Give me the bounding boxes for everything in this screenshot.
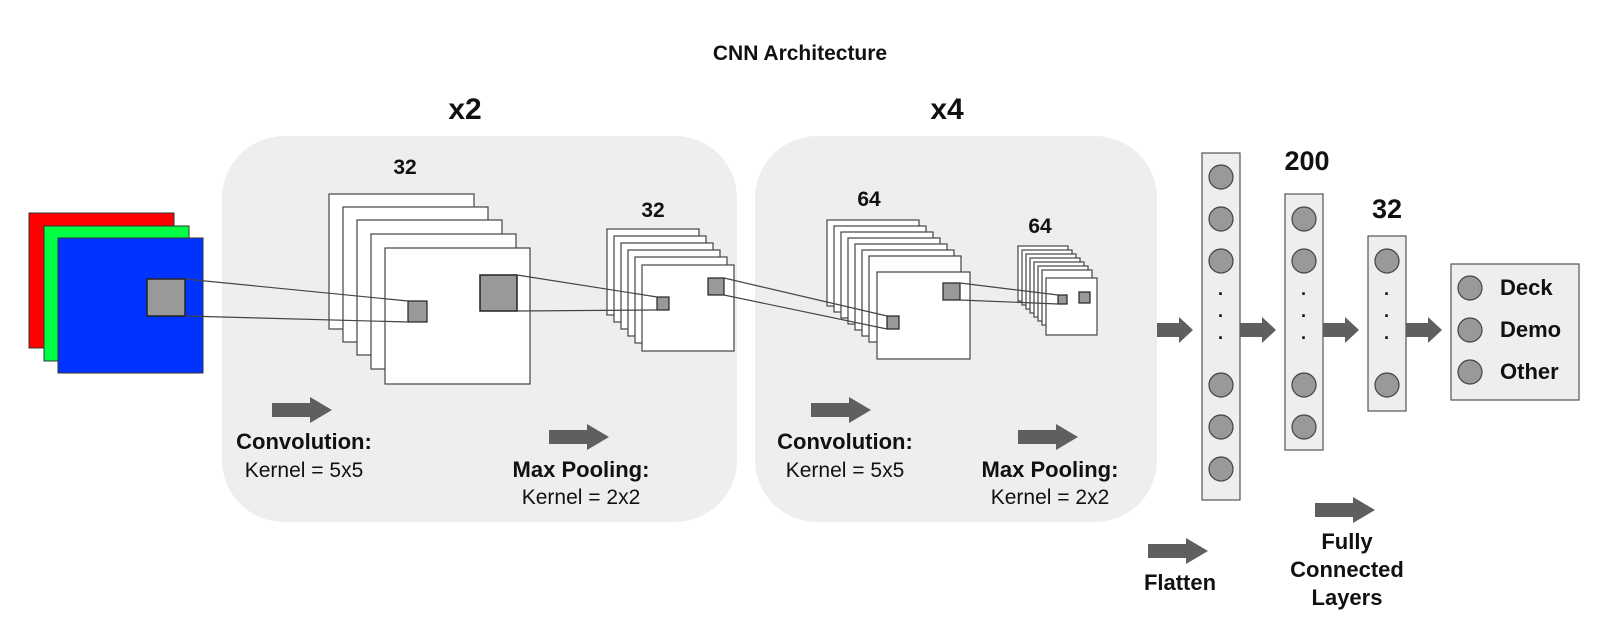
- block2-repeat-label: x4: [930, 93, 964, 126]
- pool1-label: Max Pooling:: [513, 457, 650, 482]
- receptive-field-lines: [184, 274, 1059, 330]
- block1-repeat-label: x2: [448, 93, 481, 126]
- pool2-kernel-window: [1078, 291, 1091, 304]
- pool2-kernel-label: Kernel = 2x2: [991, 486, 1110, 509]
- flatten-layer: [1201, 152, 1241, 501]
- pool2-label: Max Pooling:: [982, 457, 1119, 482]
- output-label-deck: Deck: [1500, 275, 1553, 300]
- to-output-arrow: [1406, 317, 1442, 343]
- conv1-filter-count: 32: [393, 156, 416, 179]
- to-dense200-arrow: [1240, 317, 1276, 343]
- dense32-ellipsis-3: ·: [1384, 328, 1390, 348]
- pool1-kernel-window: [707, 277, 725, 296]
- pool1-kernel-label: Kernel = 2x2: [522, 486, 641, 509]
- dense-layer-200: [1284, 193, 1324, 451]
- fc-label-line-1: Fully: [1321, 529, 1373, 554]
- dense200-ellipsis-1: ·: [1301, 284, 1307, 304]
- dense200-ellipsis-3: ·: [1301, 328, 1307, 348]
- fc-label-line-3: Layers: [1312, 585, 1383, 610]
- dense32-count: 32: [1372, 194, 1402, 224]
- dense200-count: 200: [1284, 146, 1329, 176]
- diagram-title: CNN Architecture: [713, 42, 887, 65]
- conv2-output-cell: [886, 315, 900, 330]
- pool1-filter-count: 32: [641, 199, 664, 222]
- to-dense32-arrow: [1323, 317, 1359, 343]
- fc-label-line-2: Connected: [1290, 557, 1404, 582]
- pool2-output-cell: [1057, 294, 1068, 305]
- output-layer: [1450, 263, 1580, 401]
- conv2-filter-count: 64: [857, 188, 881, 211]
- conv2-pool-window: [942, 282, 961, 301]
- conv1-label: Convolution:: [236, 429, 372, 454]
- conv2-kernel-label: Kernel = 5x5: [786, 459, 905, 482]
- conv1-pool-window: [479, 274, 518, 312]
- conv1-kernel-label: Kernel = 5x5: [245, 459, 364, 482]
- output-label-other: Other: [1500, 359, 1559, 384]
- dense32-ellipsis-2: ·: [1384, 306, 1390, 326]
- to-flatten-arrow: [1157, 317, 1193, 343]
- fc-arrow: [1315, 497, 1375, 523]
- flatten-label: Flatten: [1144, 570, 1216, 595]
- conv2-label: Convolution:: [777, 429, 913, 454]
- output-node-other: [1457, 359, 1483, 385]
- flatten-ellipsis-2: ·: [1218, 306, 1224, 326]
- flatten-arrow: [1148, 538, 1208, 564]
- output-label-demo: Demo: [1500, 317, 1561, 342]
- flatten-ellipsis-1: ·: [1218, 284, 1224, 304]
- pool2-filter-count: 64: [1028, 215, 1052, 238]
- flatten-ellipsis-3: ·: [1218, 328, 1224, 348]
- conv1-output-cell: [407, 300, 428, 323]
- dense-layer-32: [1367, 235, 1407, 412]
- input-image: [28, 212, 204, 374]
- output-node-deck: [1457, 275, 1483, 301]
- pool2-feature-maps: [1017, 245, 1098, 336]
- output-node-demo: [1457, 317, 1483, 343]
- dense200-ellipsis-2: ·: [1301, 306, 1307, 326]
- dense32-ellipsis-1: ·: [1384, 284, 1390, 304]
- input-kernel-window: [146, 278, 186, 317]
- conv1-feature-maps: [328, 193, 531, 385]
- pool1-output-cell: [656, 296, 670, 311]
